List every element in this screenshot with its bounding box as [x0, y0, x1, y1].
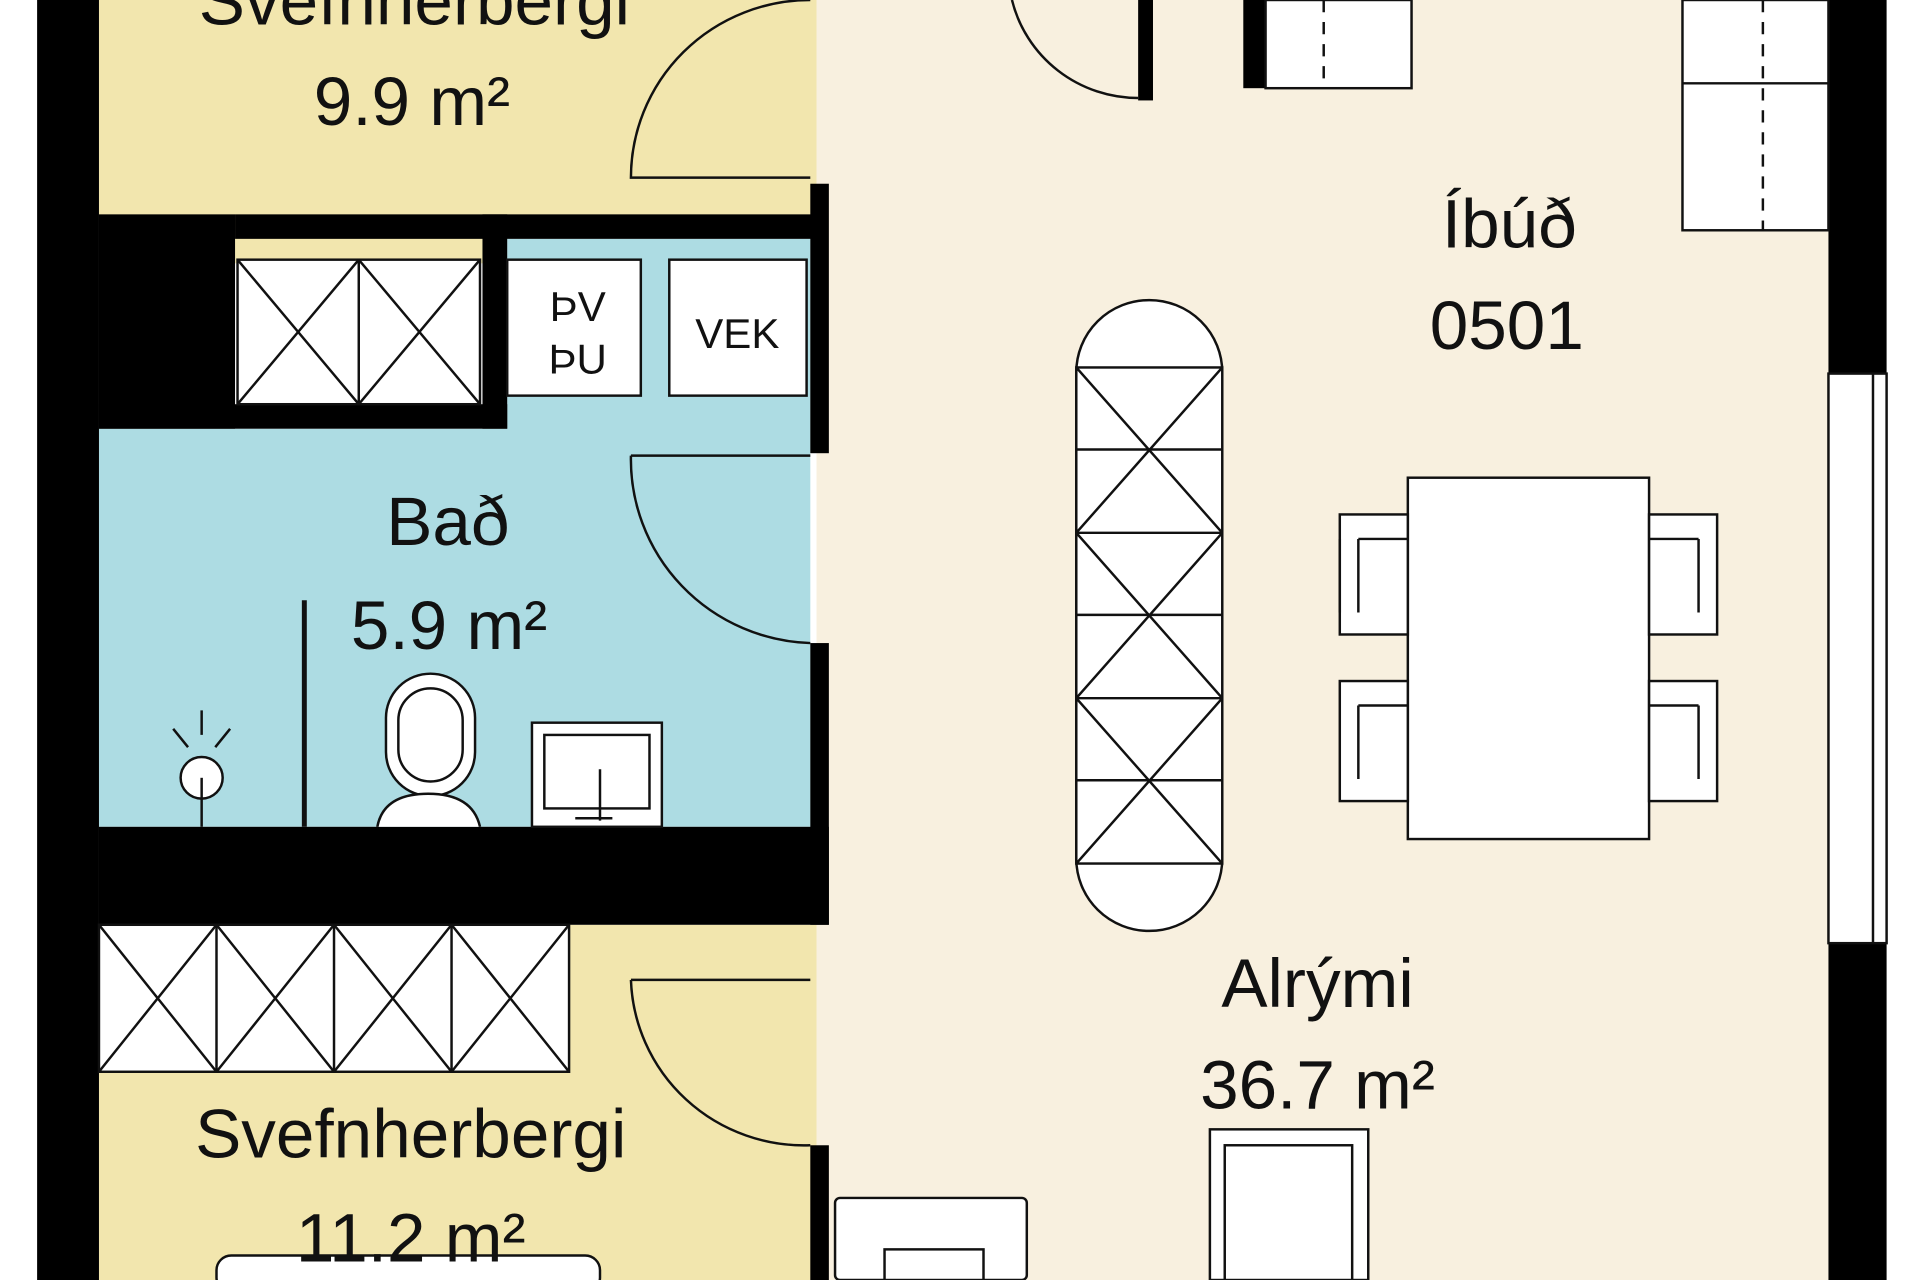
- dryer-label: ÞU: [549, 336, 607, 383]
- armchair: [1208, 1128, 1370, 1280]
- room-name-living: Alrými: [1221, 945, 1413, 1022]
- room-area-bath: 5.9 m²: [351, 587, 547, 664]
- walls: [37, 0, 1887, 1280]
- toilet-icon: [376, 672, 482, 828]
- door-bedroom-top[interactable]: [629, 0, 811, 179]
- dining-chairs: [1338, 513, 1719, 803]
- shower-drain-icon: [172, 710, 232, 827]
- door-entrance[interactable]: [1010, 0, 1139, 100]
- bedroom-top-floor: [98, 0, 817, 221]
- living-area-floor: [816, 0, 1829, 1280]
- room-area-bedroom-top: 9.9 m²: [314, 63, 510, 140]
- kitchen-island: [1075, 298, 1224, 933]
- door-bath[interactable]: [629, 454, 811, 645]
- window: [1827, 372, 1888, 945]
- unit-number: 0501: [1430, 287, 1584, 364]
- bed: [215, 1254, 602, 1280]
- water-heater-label: VEK: [695, 310, 779, 357]
- water-heater: [668, 258, 808, 397]
- room-area-living: 36.7 m²: [1200, 1047, 1435, 1124]
- room-name-bath: Bað: [386, 483, 509, 560]
- sofa: [833, 1196, 1029, 1280]
- door-bedroom-bottom[interactable]: [629, 978, 811, 1147]
- room-name-bedroom-top: Svefnherbergi: [199, 0, 630, 39]
- kitchen-counter: [1264, 0, 1830, 232]
- washer-dryer: [505, 258, 643, 397]
- room-name-bedroom-bottom: Svefnherbergi: [195, 1096, 626, 1173]
- room-area-bedroom-bottom: 11.2 m²: [296, 1200, 526, 1277]
- sink-icon: [530, 721, 664, 829]
- dining-table: [1406, 476, 1651, 841]
- closet-bottom: [97, 923, 571, 1073]
- unit-name: Íbúð: [1442, 186, 1577, 263]
- closet-top: [236, 258, 482, 406]
- washer-label: ÞV: [550, 283, 606, 330]
